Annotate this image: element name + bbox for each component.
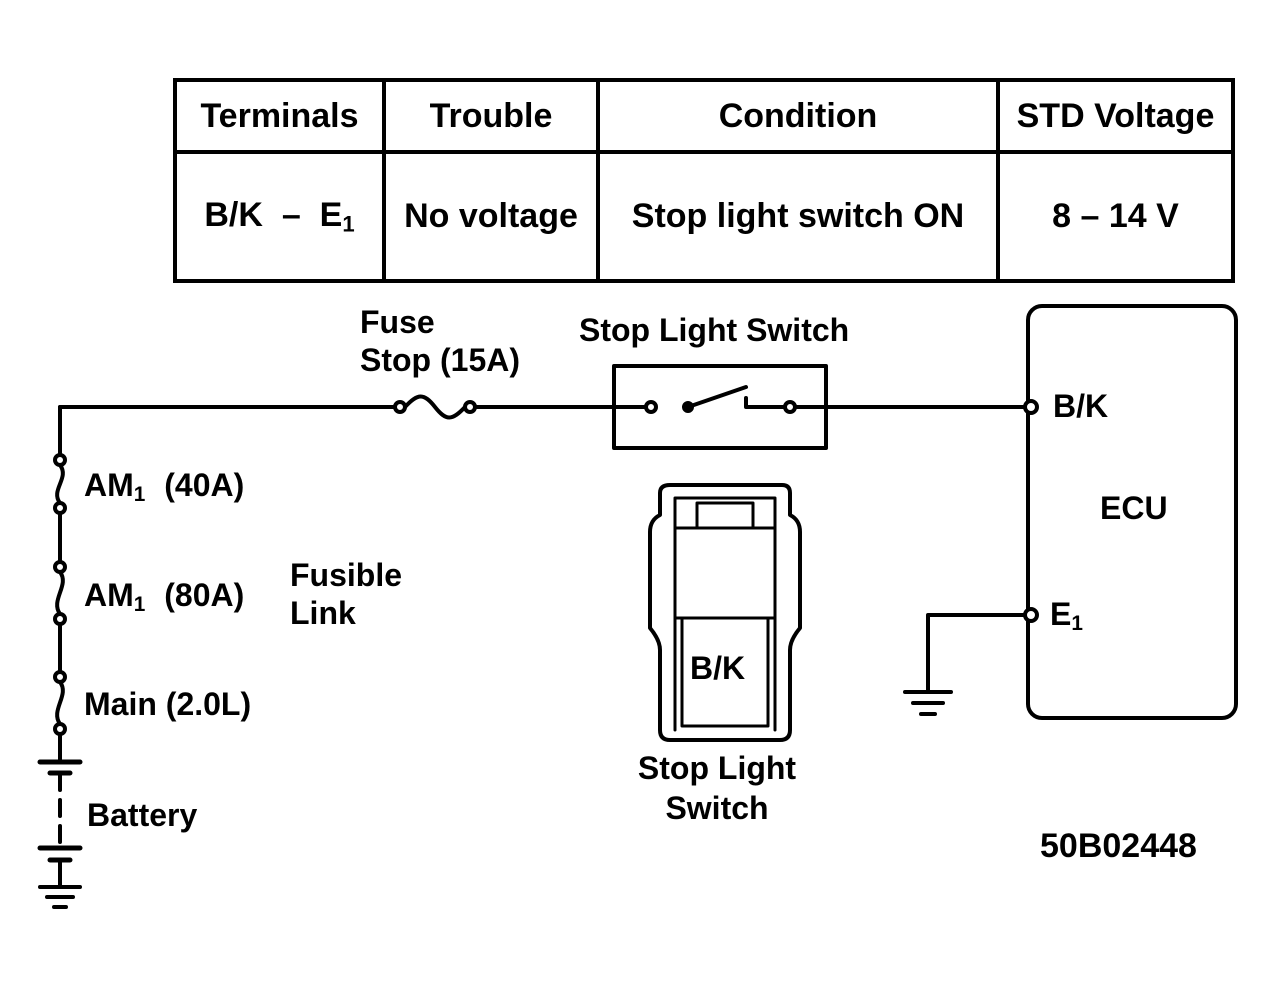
connector-bk-label: B/K xyxy=(690,650,746,686)
table-header-row: Terminals Trouble Condition STD Voltage xyxy=(173,78,1235,154)
e1-subscript: 1 xyxy=(1071,612,1083,636)
table-header-terminals: Terminals xyxy=(173,78,386,154)
am1-40a-main: AM xyxy=(84,467,134,503)
connector-caption: Stop Light Switch xyxy=(622,748,812,829)
fusible-label-line2: Link xyxy=(290,594,356,631)
am1-40a-rating: (40A) xyxy=(164,467,245,503)
am1-40a-subscript: 1 xyxy=(133,483,146,507)
stop-light-switch-icon xyxy=(612,364,828,450)
battery-icon xyxy=(37,759,83,887)
table-row: B/K – E1 No voltage Stop light switch ON… xyxy=(173,150,1235,283)
am1-40a-label: AM1 (40A) xyxy=(84,465,244,508)
am1-80a-main: AM xyxy=(84,577,134,613)
am1-80a-label: AM1 (80A) xyxy=(84,575,244,618)
e1-terminal-label: E1 xyxy=(1050,594,1083,637)
supply-wire xyxy=(58,405,398,457)
main-fuse-label: Main (2.0L) xyxy=(84,686,252,722)
am1-40a-fusible-link-icon xyxy=(53,453,67,515)
ecu-ground-icon xyxy=(903,690,953,716)
cell-std-voltage: 8 – 14 V xyxy=(996,150,1235,283)
main-fusible-link-icon xyxy=(53,670,67,736)
fusible-label-line1: Fusible xyxy=(290,557,403,593)
bk-terminal-icon xyxy=(1023,399,1039,415)
stop-fuse-icon xyxy=(393,394,477,420)
fuse-label: Fuse Stop (15A) xyxy=(360,302,520,381)
table-header-std-voltage: STD Voltage xyxy=(996,78,1235,154)
cell-condition: Stop light switch ON xyxy=(596,150,1000,283)
table-header-condition: Condition xyxy=(596,78,1000,154)
am1-80a-subscript: 1 xyxy=(133,593,146,617)
terminals-subscript: 1 xyxy=(342,211,355,237)
ecu-box xyxy=(1026,304,1238,720)
cell-terminals: B/K – E1 xyxy=(173,150,386,283)
terminals-text: B/K – E xyxy=(204,195,343,234)
fuse-label-line1: Fuse xyxy=(360,304,435,340)
ground-wire xyxy=(926,613,1027,692)
connector-caption-line2: Switch xyxy=(665,789,769,826)
connector-caption-line1: Stop Light xyxy=(637,750,797,786)
diagnostic-table: Terminals Trouble Condition STD Voltage … xyxy=(173,78,1235,283)
stop-light-switch-label: Stop Light Switch xyxy=(579,312,850,348)
battery-ground-icon xyxy=(38,885,82,909)
table-header-trouble: Trouble xyxy=(382,78,600,154)
figure-code: 50B02448 xyxy=(1040,827,1197,865)
fuse-label-line2: Stop (15A) xyxy=(360,341,520,378)
fusible-link-label: Fusible Link xyxy=(290,555,402,634)
am1-80a-rating: (80A) xyxy=(164,577,245,613)
stop-light-switch-connector-icon xyxy=(648,483,802,742)
bk-terminal-label: B/K xyxy=(1053,388,1109,424)
battery-label: Battery xyxy=(87,797,198,833)
ecu-label: ECU xyxy=(1100,490,1168,526)
e1-main: E xyxy=(1050,596,1072,632)
am1-80a-fusible-link-icon xyxy=(53,560,67,626)
cell-trouble: No voltage xyxy=(382,150,600,283)
